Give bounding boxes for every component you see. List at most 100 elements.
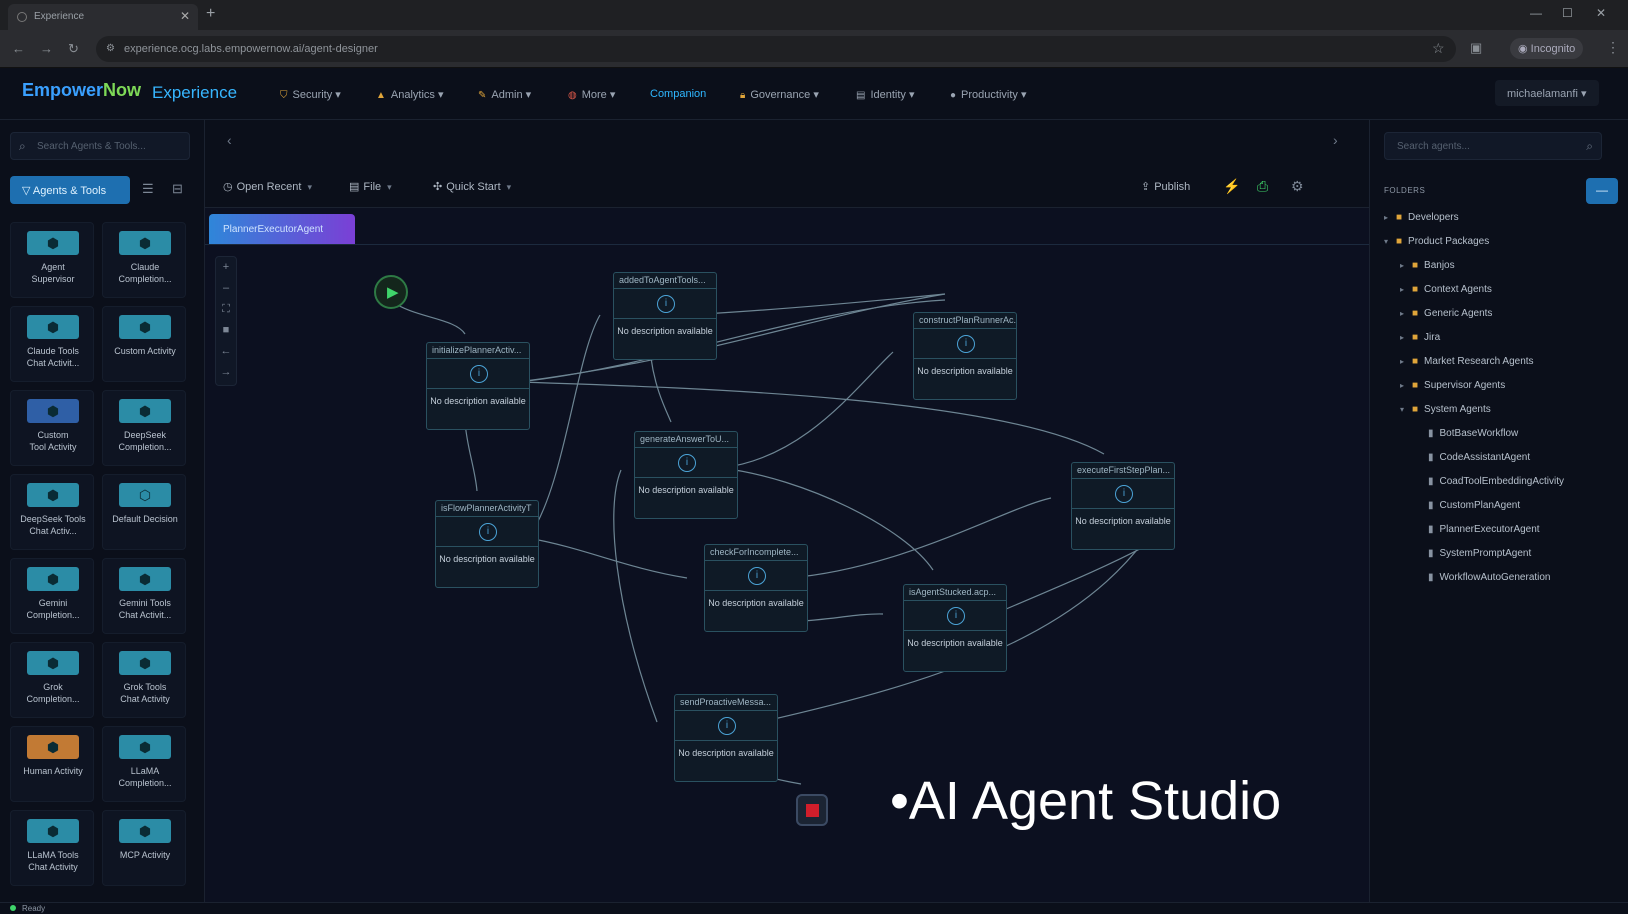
close-window-icon[interactable]: ✕	[1596, 6, 1607, 20]
palette-tile[interactable]: ⬢Claude Tools Chat Activit...	[10, 306, 94, 382]
collapse-right-icon[interactable]: ›	[1333, 132, 1338, 148]
maximize-icon[interactable]: ☐	[1562, 6, 1573, 20]
end-node[interactable]	[796, 794, 828, 826]
palette-tile[interactable]: ⬢MCP Activity	[102, 810, 186, 886]
close-tab-icon[interactable]: ✕	[179, 9, 190, 23]
tree-folder[interactable]: ▸■Jira	[1400, 332, 1440, 343]
forward-icon[interactable]: →	[40, 41, 53, 56]
chevron-right-icon[interactable]: ▸	[1400, 285, 1405, 294]
incognito-badge[interactable]: ◉ Incognito	[1510, 38, 1584, 59]
open-recent-button[interactable]: ◷Open Recent▾	[223, 180, 312, 193]
reload-icon[interactable]: ↻	[68, 41, 79, 56]
undo-icon[interactable]: ←	[220, 345, 232, 357]
palette-tile[interactable]: ⬢DeepSeek Tools Chat Activ...	[10, 474, 94, 550]
chevron-right-icon[interactable]: ▸	[1384, 213, 1389, 222]
zoom-out-icon[interactable]: –	[222, 282, 230, 294]
zoom-in-icon[interactable]: +	[222, 261, 230, 273]
palette-tile[interactable]: ⬢DeepSeek Completion...	[102, 390, 186, 466]
site-info-icon[interactable]: ⚙	[106, 43, 115, 54]
bookmark-star-icon[interactable]: ☆	[1432, 40, 1445, 56]
new-tab-icon[interactable]: +	[206, 5, 216, 22]
palette-tile[interactable]: ⬢LLaMA Tools Chat Activity	[10, 810, 94, 886]
save-icon[interactable]: ⎙	[1257, 178, 1269, 194]
url-field[interactable]: ⚙ experience.ocg.labs.empowernow.ai/agen…	[96, 36, 1456, 62]
palette-tile[interactable]: ⬢Agent Supervisor	[10, 222, 94, 298]
chevron-down-icon[interactable]: ▾	[1400, 405, 1405, 414]
logo[interactable]: EmpowerNow	[22, 80, 141, 101]
tree-agent[interactable]: ▮CodeAssistantAgent	[1416, 452, 1530, 463]
chevron-right-icon[interactable]: ▸	[1400, 309, 1405, 318]
nav-security[interactable]: ⛉Security ▾	[280, 89, 341, 101]
tree-folder[interactable]: ▸■Context Agents	[1400, 284, 1492, 295]
tree-folder[interactable]: ▸■Banjos	[1400, 260, 1455, 271]
nav-analytics[interactable]: ▲Analytics ▾	[376, 89, 444, 101]
palette-tile[interactable]: ⬢Claude Completion...	[102, 222, 186, 298]
back-icon[interactable]: ←	[12, 41, 25, 56]
nav-admin[interactable]: ✎Admin ▾	[478, 89, 532, 101]
chevron-right-icon[interactable]: ▸	[1400, 261, 1405, 270]
nav-identity[interactable]: ▤Identity ▾	[856, 89, 915, 101]
start-node[interactable]: ▶	[374, 275, 408, 309]
tree-agent[interactable]: ▮WorkflowAutoGeneration	[1416, 572, 1551, 583]
palette-tile[interactable]: ⬢Custom Activity	[102, 306, 186, 382]
user-menu[interactable]: michaelamanfi ▾	[1495, 80, 1599, 106]
canvas-tab[interactable]: PlannerExecutorAgent	[209, 214, 355, 244]
collapse-left-icon[interactable]: ‹	[227, 132, 232, 148]
nav-companion[interactable]: Companion	[650, 88, 706, 100]
agents-tools-button[interactable]: ▽ Agents & Tools	[10, 176, 130, 204]
palette-tile[interactable]: ⬢Gemini Completion...	[10, 558, 94, 634]
palette-tile[interactable]: ⬡Default Decision	[102, 474, 186, 550]
side-panel-icon[interactable]: ▣	[1470, 40, 1483, 55]
agents-search-input[interactable]: Search agents... ⌕	[1384, 132, 1602, 160]
chevron-right-icon[interactable]: ▸	[1400, 357, 1405, 366]
folder-actions-button[interactable]: —	[1586, 178, 1618, 204]
tree-folder[interactable]: ▸■Generic Agents	[1400, 308, 1492, 319]
palette-tile[interactable]: ⬢Grok Tools Chat Activity	[102, 642, 186, 718]
file-button[interactable]: ▤File▾	[349, 180, 392, 193]
tree-folder[interactable]: ▸■Supervisor Agents	[1400, 380, 1505, 391]
lock-icon[interactable]: ■	[222, 324, 230, 336]
tree-agent[interactable]: ▮CustomPlanAgent	[1416, 500, 1520, 511]
chevron-right-icon[interactable]: ▸	[1400, 333, 1405, 342]
tools-search-input[interactable]: ⌕ Search Agents & Tools...	[10, 132, 190, 160]
browser-menu-icon[interactable]: ⋮	[1606, 39, 1620, 55]
quick-start-button[interactable]: ✣Quick Start▾	[433, 180, 511, 193]
palette-tile[interactable]: ⬢Custom Tool Activity	[10, 390, 94, 466]
redo-icon[interactable]: →	[220, 366, 232, 378]
tree-folder[interactable]: ▸■Developers	[1384, 212, 1459, 223]
nav-productivity[interactable]: ●Productivity ▾	[950, 89, 1027, 101]
publish-button[interactable]: ⇪Publish	[1141, 180, 1190, 193]
nav-governance[interactable]: 🔒︎Governance ▾	[740, 89, 819, 101]
tree-agent[interactable]: ▮PlannerExecutorAgent	[1416, 524, 1540, 535]
tree-agent[interactable]: ▮SystemPromptAgent	[1416, 548, 1531, 559]
palette-tile[interactable]: ⬢Gemini Tools Chat Activit...	[102, 558, 186, 634]
minimize-icon[interactable]: —	[1530, 6, 1542, 20]
settings-icon[interactable]: ⚙	[1291, 178, 1304, 194]
chevron-right-icon[interactable]: ▸	[1400, 381, 1405, 390]
tree-folder[interactable]: ▾■System Agents	[1400, 404, 1491, 415]
tree-item-label: Context Agents	[1424, 284, 1492, 295]
tree-folder[interactable]: ▸■Market Research Agents	[1400, 356, 1534, 367]
palette-tile[interactable]: ⬢Human Activity	[10, 726, 94, 802]
list-view-icon[interactable]: ☰	[142, 181, 154, 196]
tree-folder[interactable]: ▾■Product Packages	[1384, 236, 1489, 247]
browser-tab[interactable]: Experience ✕	[8, 4, 198, 30]
run-icon[interactable]: ⚡	[1223, 178, 1241, 194]
tree-agent[interactable]: ▮CoadToolEmbeddingActivity	[1416, 476, 1564, 487]
nav-more[interactable]: ◍More ▾	[568, 89, 616, 101]
palette-tile[interactable]: ⬢LLaMA Completion...	[102, 726, 186, 802]
collapse-panel-icon[interactable]: ⊟	[172, 181, 183, 196]
fit-view-icon[interactable]: ⛶	[222, 303, 230, 315]
tree-agent[interactable]: ▮BotBaseWorkflow	[1416, 428, 1518, 439]
chevron-down-icon[interactable]: ▾	[1384, 237, 1389, 246]
palette-tile[interactable]: ⬢Grok Completion...	[10, 642, 94, 718]
